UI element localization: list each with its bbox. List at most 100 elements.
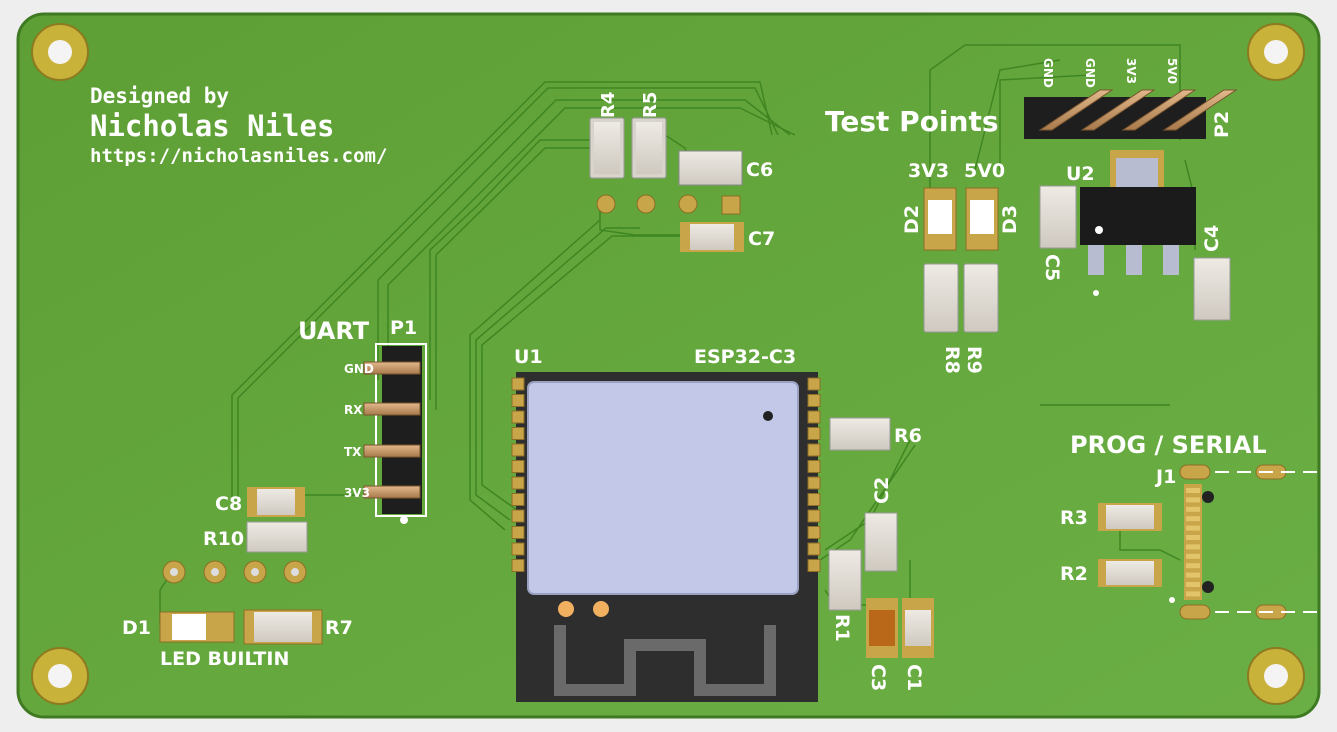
ref-u1: U1 [514,346,543,368]
ref-d3: D3 [999,205,1021,234]
u1-pad-right [807,394,821,407]
u1-pad-left [511,443,525,457]
p2-pin-5v0: 5V0 [1165,58,1179,84]
ref-c5: C5 [1041,254,1063,281]
ref-d1: D1 [122,617,151,639]
j1-pad [1186,506,1200,512]
resistor-r6: R6 [829,417,922,451]
ref-d2: D2 [901,205,923,234]
ref-r6: R6 [894,425,922,447]
ref-r5: R5 [640,92,661,118]
led-5v0-label: 5V0 [964,160,1005,182]
ref-r3: R3 [1060,507,1088,529]
u1-pad-left [511,526,525,539]
ref-r10: R10 [203,528,244,550]
capacitor-c8: C8 [215,487,305,517]
resistor-r5: R5 [631,92,667,214]
p2-pin [1121,89,1197,131]
p1-pin [363,361,421,375]
uart-title: UART [298,317,370,345]
uart-pin-gnd: GND [344,362,374,376]
ref-p1: P1 [390,317,417,339]
test-points-title: Test Points [825,105,999,138]
u1-pad-left [511,460,525,473]
u1-pad-left [511,427,525,440]
resistor-r3: R3 [1060,503,1162,531]
ref-r4: R4 [598,92,619,118]
uart-pin-3v3: 3V3 [344,486,370,500]
p2-pin [1080,89,1156,131]
j1-pad [1186,591,1200,597]
u1-pad-right [807,559,821,572]
led-d3: D3 [965,187,1021,251]
designed-by-label: Designed by [90,84,229,108]
header-p2: GND GND 3V3 5V0 P2 [1024,58,1238,139]
ref-j1: J1 [1154,466,1176,488]
led-d2: D2 [901,187,957,251]
u1-pad-right [807,460,821,473]
ref-r1: R1 [831,614,853,642]
u1-pad-left [511,509,525,523]
resistor-r10: R10 [203,521,308,553]
u1-pad-right [807,542,821,556]
j1-pad [1186,544,1200,550]
led-d1: D1 [122,611,235,643]
j1-pad [1186,516,1200,522]
resistor-r7: R7 [243,609,353,645]
ref-u2: U2 [1066,163,1095,185]
p1-pin [363,444,421,458]
esp32-module [511,372,821,702]
p1-pin [363,485,421,499]
u1-pad-right [807,377,821,391]
u1-pad-left [511,410,525,424]
u1-pad-right [807,493,821,506]
ref-c7: C7 [748,228,775,250]
ref-r9: R9 [963,346,985,374]
p2-pin-gnd-1: GND [1041,58,1055,88]
j1-pad [1186,563,1200,569]
j1-pad [1186,572,1200,578]
header-p1: GND RX TX 3V3 [344,343,427,524]
j1-pad [1186,525,1200,531]
copper-traces [159,44,1196,625]
ref-c2: C2 [871,477,893,504]
ref-p2: P2 [1211,111,1233,138]
capacitor-c5: C5 [1039,185,1077,281]
ref-r7: R7 [325,617,353,639]
u1-pad-right [807,509,821,523]
resistor-r2: R2 [1060,559,1162,587]
led-3v3-label: 3V3 [908,160,949,182]
p2-pin [1038,89,1114,131]
uart-pin-rx: RX [344,403,363,417]
u1-pad-left [511,377,525,391]
u1-value: ESP32-C3 [694,346,796,368]
ref-c1: C1 [903,664,925,691]
u1-pad-right [807,476,821,490]
capacitor-c2: C2 [864,477,898,572]
usb-connector-j1 [1169,464,1320,620]
u1-pad-right [807,427,821,440]
ref-r2: R2 [1060,563,1088,585]
u1-pad-left [511,476,525,490]
prog-serial-title: PROG / SERIAL [1070,431,1267,459]
p2-pin-3v3: 3V3 [1124,58,1138,84]
ref-r8: R8 [941,346,963,374]
p2-pin [1162,89,1238,131]
u1-pad-left [511,394,525,407]
ref-c4: C4 [1201,225,1223,252]
j1-pad [1186,497,1200,503]
uart-pin-tx: TX [344,445,362,459]
led-builtin-label: LED BUILTIN [160,648,289,670]
j1-pad [1186,582,1200,587]
u1-pad-right [807,526,821,539]
through-holes [162,560,307,584]
p1-pin [363,402,421,416]
u1-pad-left [511,559,525,572]
u1-pad-left [511,542,525,556]
capacitor-c4: C4 [1193,225,1231,321]
u1-pad-right [807,410,821,424]
ref-c6: C6 [746,159,773,181]
p2-pin-gnd-2: GND [1083,58,1097,88]
capacitor-c1: C1 [902,598,934,691]
